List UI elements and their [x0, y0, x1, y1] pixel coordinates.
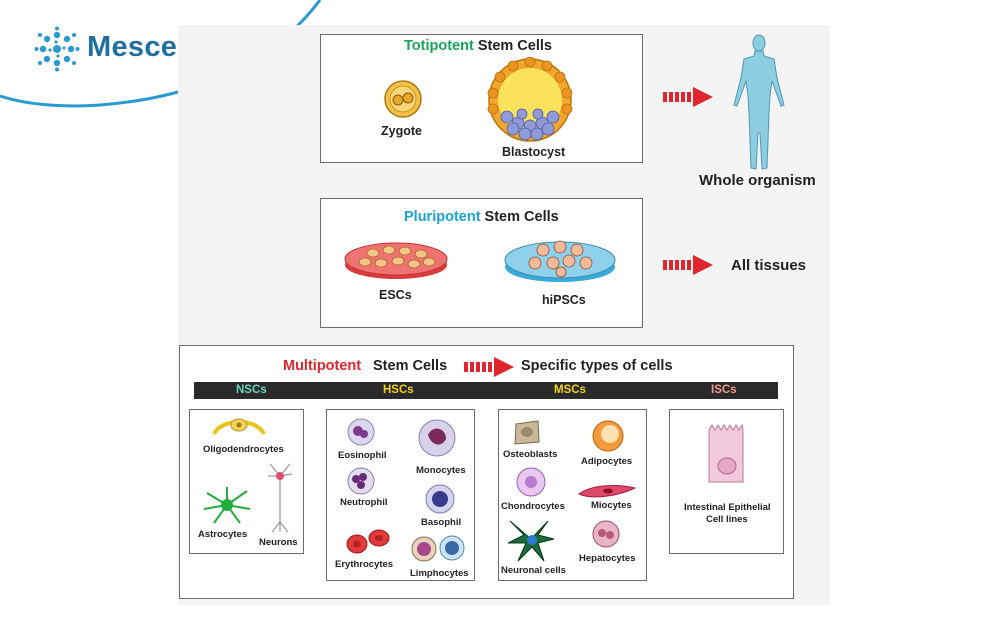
neuronal-cells-label: Neuronal cells	[501, 565, 566, 576]
arrow-icon	[663, 87, 713, 107]
mscs-label: MSCs	[554, 384, 586, 396]
cell-lines-label: Cell lines	[706, 514, 748, 525]
miocytes-label: Miocytes	[591, 500, 632, 511]
osteoblast-icon	[514, 420, 540, 445]
totipotent-rest: Stem Cells	[473, 38, 552, 54]
astrocytes-label: Astrocytes	[198, 529, 248, 540]
multipotent-highlight: Multipotent	[283, 358, 362, 374]
miocyte-icon	[578, 485, 636, 498]
basophil-icon	[425, 484, 455, 514]
eosinophil-icon	[347, 418, 375, 446]
totipotent-title: Totipotent Stem Cells	[404, 38, 552, 54]
oligodendrocytes-label: Oligodendrocytes	[203, 444, 284, 455]
totipotent-box	[320, 34, 643, 163]
hepatocytes-label: Hepatocytes	[579, 553, 636, 564]
monocyte-icon	[418, 419, 456, 457]
blastocyst-icon	[487, 57, 573, 142]
category-bar	[194, 382, 778, 399]
escs-dish-icon	[344, 242, 448, 279]
whole-organism-label: Whole organism	[699, 172, 816, 189]
nsc-box	[189, 409, 304, 554]
eosinophil-label: Eosinophil	[338, 450, 387, 461]
hipscs-dish-icon	[504, 240, 616, 282]
pluripotent-rest: Stem Cells	[480, 209, 559, 225]
escs-label: ESCs	[379, 288, 412, 302]
neutrophil-icon	[347, 467, 375, 495]
arrow-icon	[663, 255, 713, 275]
arrow-icon	[464, 357, 514, 377]
intestinal-epithelial-icon	[708, 424, 744, 483]
iscs-label: ISCs	[711, 384, 737, 396]
chondrocytes-label: Chondrocytes	[501, 501, 565, 512]
neuronal-cell-icon	[507, 520, 555, 562]
neutrophil-label: Neutrophil	[340, 497, 388, 508]
pluripotent-highlight: Pluripotent	[404, 209, 481, 225]
zygote-label: Zygote	[381, 124, 422, 138]
basophil-label: Basophil	[421, 517, 462, 528]
chondrocyte-icon	[516, 467, 546, 497]
specific-cells-label: Specific types of cells	[521, 358, 673, 374]
lymphocyte-icon	[411, 535, 465, 562]
neuron-icon	[268, 463, 293, 533]
erythrocyte-icon	[346, 529, 390, 554]
limphocytes-label: Limphocytes	[410, 568, 469, 579]
neurons-label: Neurons	[259, 537, 298, 548]
hscs-label: HSCs	[383, 384, 414, 396]
monocytes-label: Monocytes	[416, 465, 466, 476]
human-figure-icon	[733, 34, 785, 170]
adipocytes-label: Adipocytes	[581, 456, 633, 467]
adipocyte-icon	[592, 420, 624, 452]
osteoblasts-label: Osteoblasts	[503, 449, 558, 460]
hepatocyte-icon	[592, 520, 620, 548]
all-tissues-label: All tissues	[731, 257, 807, 274]
oligodendrocyte-icon	[212, 418, 266, 436]
zygote-icon	[384, 80, 422, 118]
pluripotent-title: Pluripotent Stem Cells	[404, 209, 559, 225]
erythrocytes-label: Erythrocytes	[335, 559, 394, 570]
astrocyte-icon	[203, 487, 251, 524]
nscs-label: NSCs	[236, 384, 267, 396]
intestinal-epithelial-label: Intestinal Epithelial	[684, 502, 771, 513]
hipscs-label: hiPSCs	[542, 293, 586, 307]
totipotent-highlight: Totipotent	[404, 38, 474, 54]
multipotent-rest: Stem Cells	[373, 358, 448, 374]
blastocyst-label: Blastocyst	[502, 145, 566, 159]
cell-cluster-logo-icon	[34, 26, 80, 72]
